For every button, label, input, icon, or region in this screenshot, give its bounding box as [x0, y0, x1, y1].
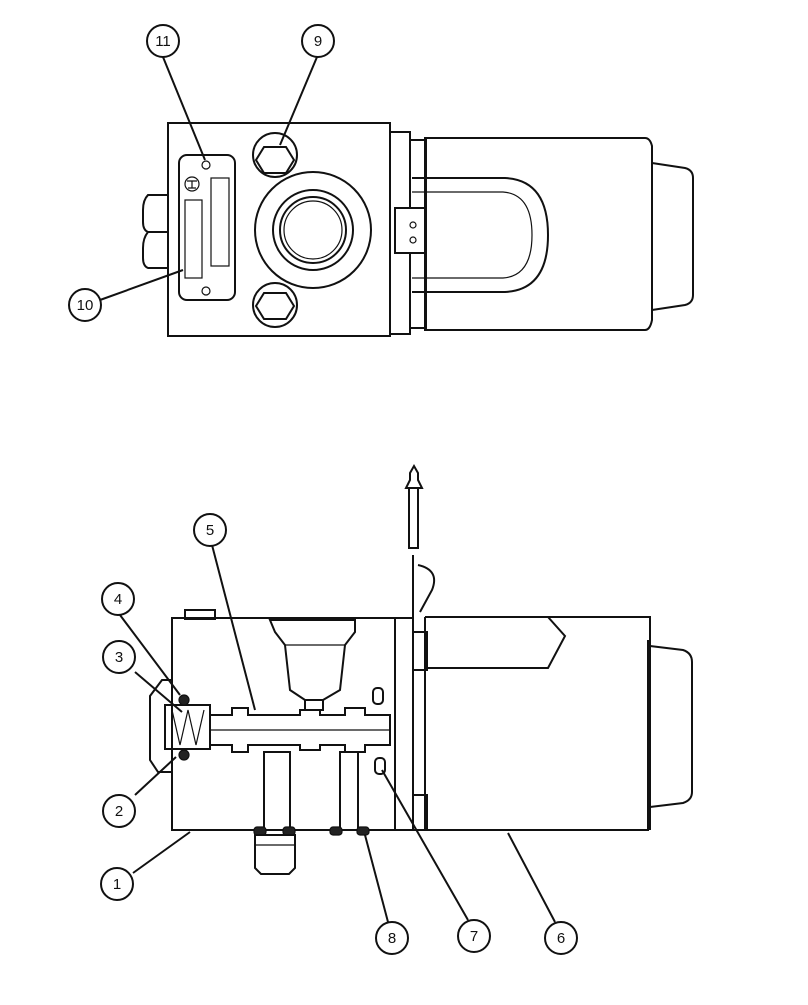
leader-5 — [211, 544, 256, 711]
passage-left — [263, 751, 291, 831]
side-fitting-upper — [142, 194, 168, 233]
section-view — [149, 463, 693, 875]
callout-label: 4 — [114, 591, 122, 608]
bottom-oring-b — [282, 826, 296, 836]
callout-label: 10 — [77, 297, 94, 314]
solenoid-coil-section — [424, 616, 649, 831]
override-symbol-icon — [184, 176, 200, 192]
callout-label: 3 — [115, 649, 123, 666]
callout-label: 1 — [113, 876, 121, 893]
callout-6: 6 — [544, 921, 578, 955]
terminal-screw-b — [409, 236, 417, 244]
callout-label: 2 — [115, 803, 123, 820]
callout-label: 9 — [314, 33, 322, 50]
pin-loop — [417, 564, 436, 613]
override-plate — [178, 154, 236, 301]
side-fitting-lower — [142, 231, 168, 269]
leader-9 — [279, 56, 318, 146]
leader-lines — [99, 56, 556, 923]
terminal-screw-a — [409, 221, 417, 229]
o-ring-4 — [178, 694, 190, 706]
callout-8: 8 — [375, 921, 409, 955]
spool — [209, 707, 391, 753]
bottom-oring-c — [329, 826, 343, 836]
seal-upper — [372, 687, 384, 705]
u-bracket — [412, 177, 550, 293]
leader-7 — [381, 769, 469, 921]
leader-1 — [132, 831, 191, 874]
valve-block-section — [171, 617, 396, 831]
port-inner-ring — [279, 196, 347, 264]
leader-3 — [134, 671, 183, 713]
top-cap — [184, 609, 216, 620]
valve-block-top — [167, 122, 391, 337]
o-ring-2 — [178, 749, 190, 761]
plug-boss-lower — [252, 282, 298, 328]
passage-right — [339, 751, 359, 831]
hex-plug-lower — [254, 292, 296, 320]
upper-cavity-stem — [304, 700, 324, 711]
u-bracket-inner — [412, 191, 533, 279]
callout-1: 1 — [100, 867, 134, 901]
callout-9: 9 — [301, 24, 335, 58]
leader-4 — [119, 614, 181, 696]
leader-10 — [99, 269, 184, 301]
callout-3: 3 — [102, 640, 136, 674]
bottom-oring-d — [356, 826, 370, 836]
coil-collar-upper — [412, 631, 428, 671]
solenoid-end-cap-top — [651, 162, 694, 311]
port-mid-ring — [272, 189, 354, 271]
callout-10: 10 — [68, 288, 102, 322]
bottom-fitting — [254, 834, 296, 875]
leader-6 — [507, 832, 556, 923]
callout-4: 4 — [101, 582, 135, 616]
callout-label: 8 — [388, 930, 396, 947]
pin-tip — [404, 463, 424, 489]
upper-cavity — [268, 619, 356, 701]
solenoid-end-cap-section — [649, 645, 693, 808]
coil-collar-lower — [412, 794, 428, 831]
solenoid-coil-top — [424, 137, 653, 331]
callout-label: 6 — [557, 930, 565, 947]
leader-2 — [134, 756, 177, 796]
terminal-tab — [394, 207, 426, 254]
override-hole-lower — [201, 286, 211, 296]
callout-2: 2 — [102, 794, 136, 828]
hex-plug-upper — [254, 146, 296, 174]
pin-shaft — [408, 487, 419, 549]
callout-label: 11 — [155, 33, 171, 50]
callout-label: 7 — [470, 928, 478, 945]
port-bore — [283, 200, 343, 260]
callouts: 11 9 10 5 4 3 2 1 — [68, 24, 578, 955]
override-hole-upper — [201, 160, 211, 170]
override-symbol-mark — [187, 180, 197, 189]
callout-7: 7 — [457, 919, 491, 953]
top-view — [142, 122, 694, 337]
callout-label: 5 — [206, 522, 214, 539]
retainer-spring — [171, 709, 205, 746]
plug-boss-upper — [252, 132, 298, 178]
leader-11 — [162, 56, 206, 161]
bottom-oring-a — [253, 826, 267, 836]
port-outer-ring — [254, 171, 372, 289]
override-slot-right — [210, 177, 230, 267]
callout-5: 5 — [193, 513, 227, 547]
leader-8 — [364, 834, 389, 923]
callout-11: 11 — [146, 24, 180, 58]
override-slot-left — [184, 199, 203, 279]
solenoid-coil-upper-edge — [548, 616, 651, 830]
